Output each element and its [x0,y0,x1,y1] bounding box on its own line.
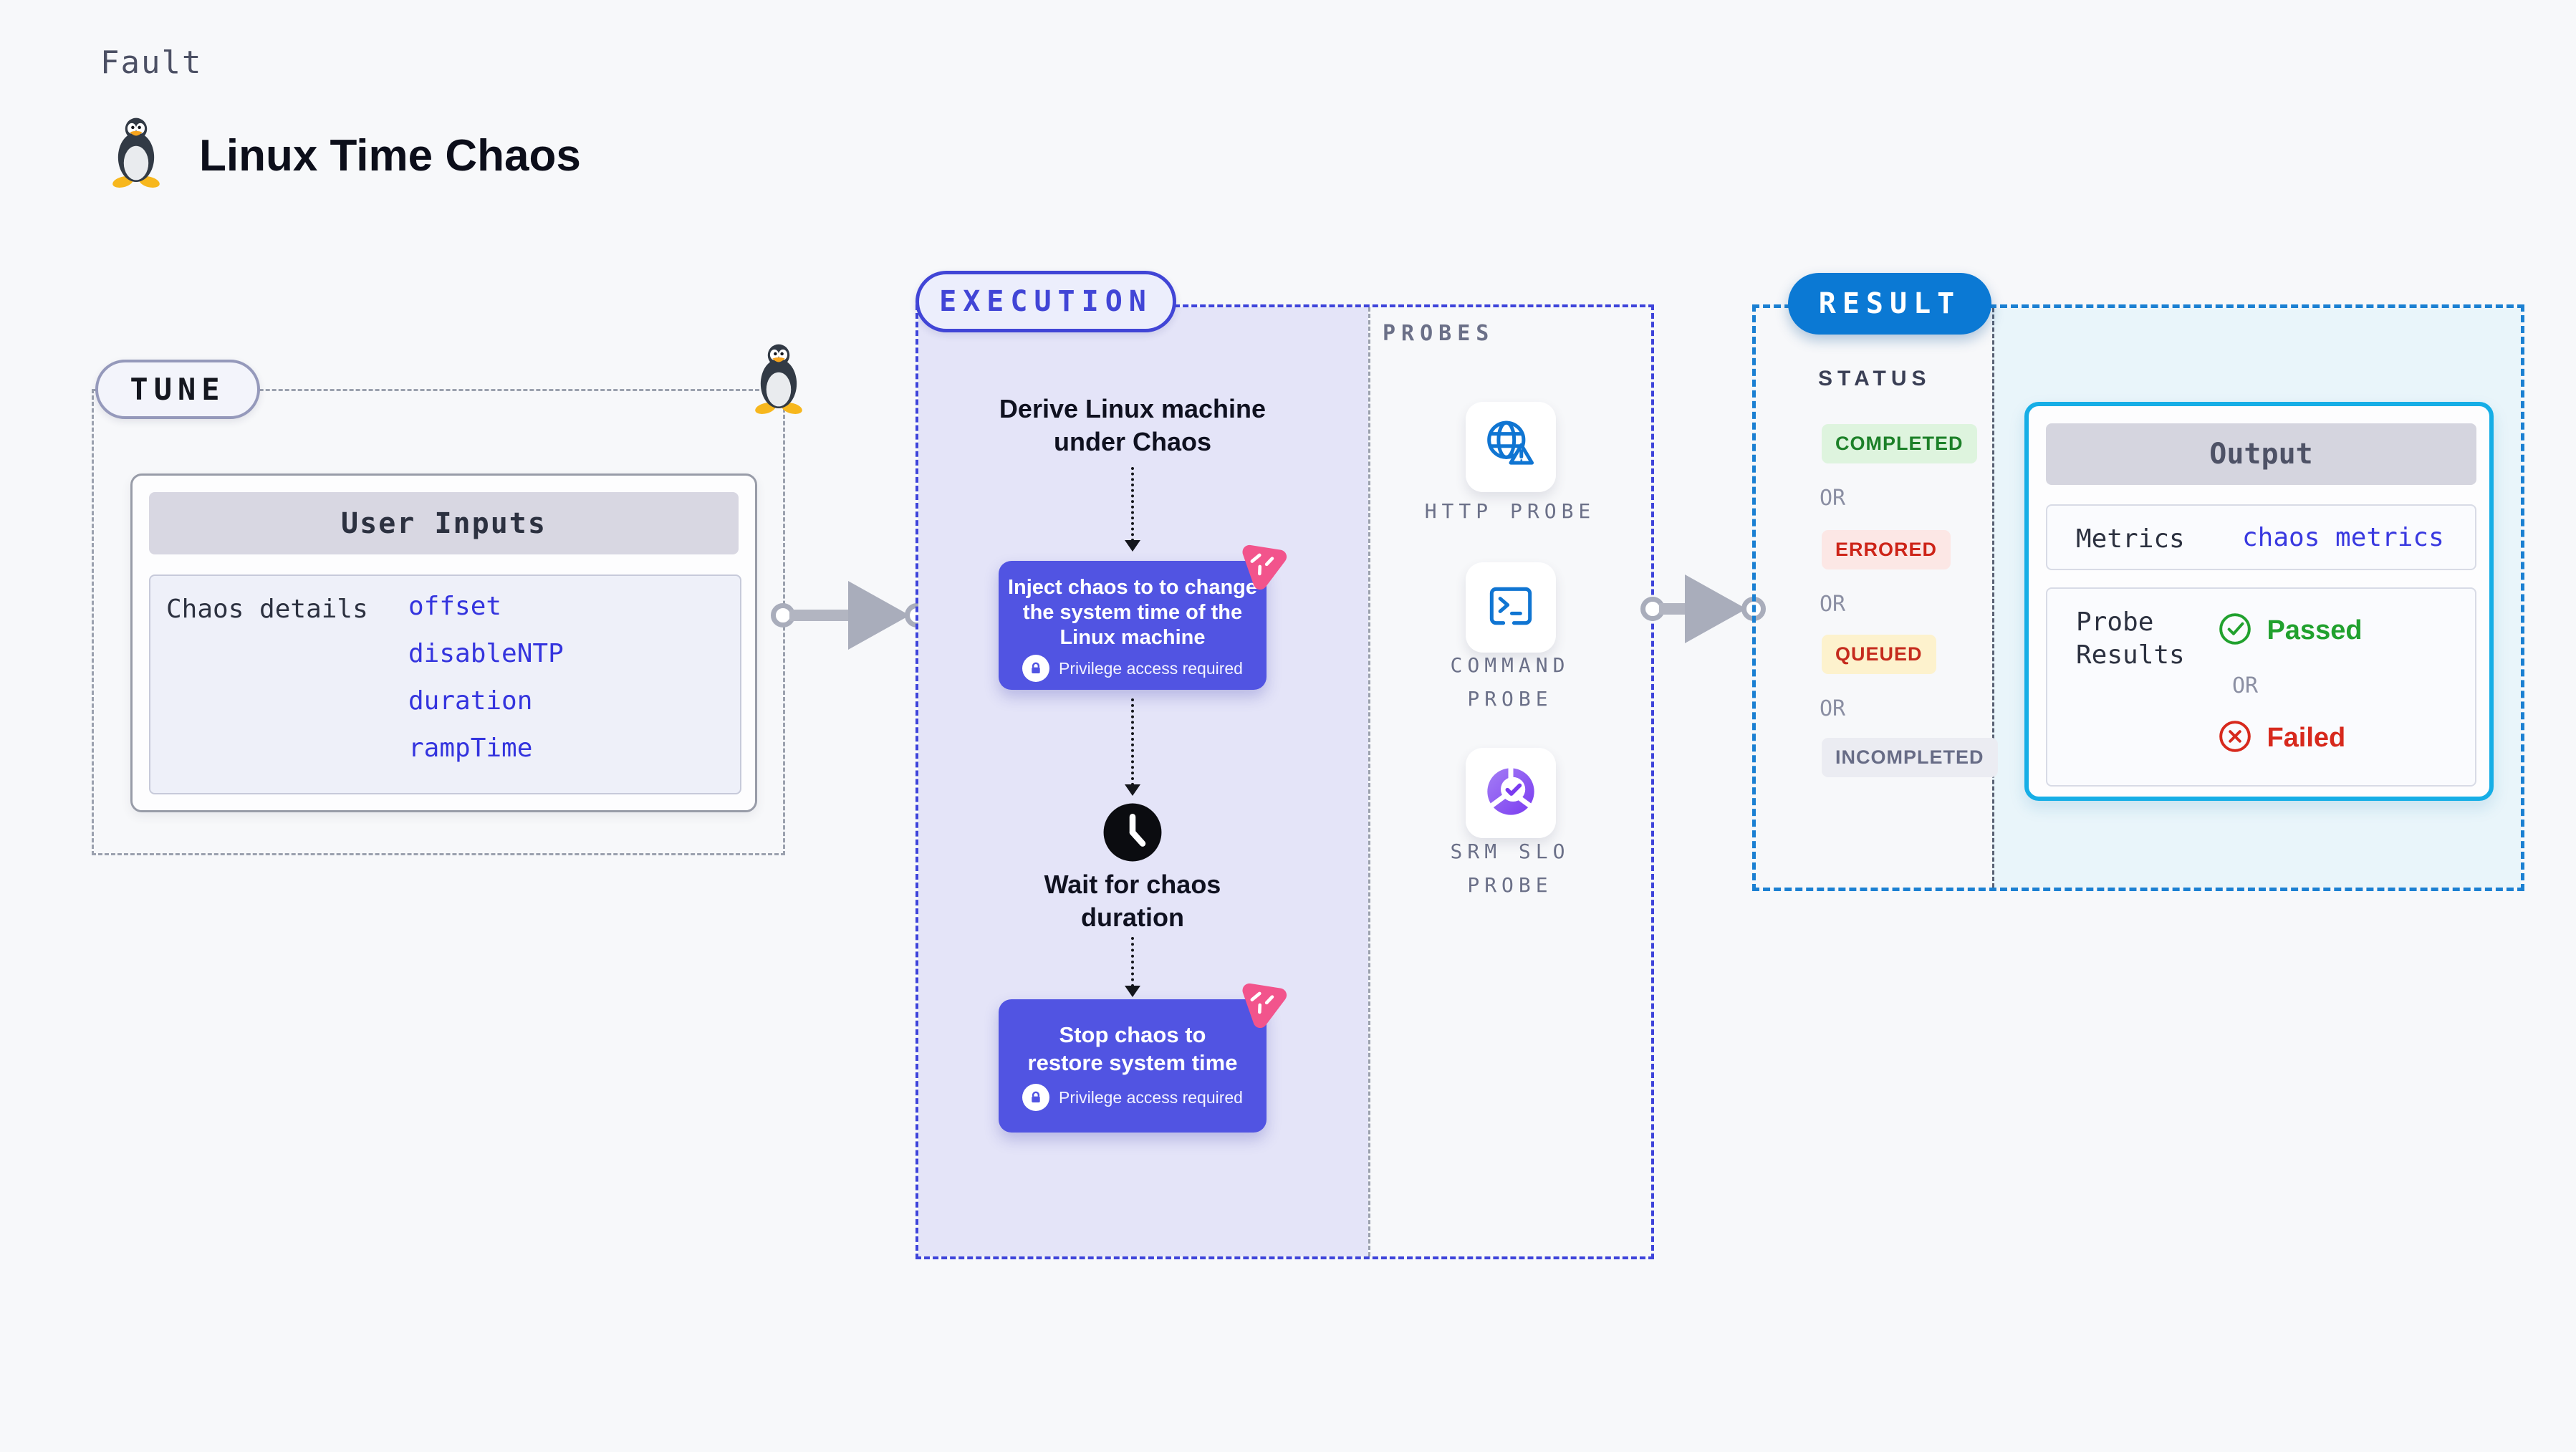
globe-alert-icon [1481,415,1541,479]
flow-arrow-head [1685,574,1746,643]
metrics-label: Metrics [2076,524,2185,554]
or-separator: OR [1820,592,1846,617]
privilege-note: Privilege access required [1059,658,1243,678]
user-inputs-header: User Inputs [149,492,739,554]
probe-results-row: Probe Results Passed OR [2046,587,2476,787]
failed-label: Failed [2267,723,2346,753]
wait-step-text: Wait for chaos duration [1044,870,1221,932]
failed-row: Failed [2218,719,2345,757]
clock-icon [1102,802,1163,862]
status-badge-incompleted: INCOMPLETED [1822,738,1998,777]
dotted-connector [1131,698,1134,786]
inject-chaos-card: Inject chaos to to change the system tim… [999,561,1267,690]
srm-slo-probe-card [1466,748,1556,838]
status-badge-errored: ERRORED [1822,530,1951,569]
chaos-metrics-link[interactable]: chaos metrics [2242,523,2444,552]
chaos-details-panel: Chaos details offset disableNTP duration… [149,574,741,794]
http-probe-card [1466,402,1556,492]
or-separator: OR [1820,696,1846,721]
probes-label: PROBES [1383,321,1495,346]
probes-divider [1368,307,1370,1256]
command-probe-card [1466,562,1556,653]
param-link-ramptime[interactable]: rampTime [408,734,533,763]
lock-icon [1022,1084,1050,1111]
execution-label: EXECUTION [939,285,1153,318]
result-label: RESULT [1818,287,1961,320]
output-title: Output [2209,438,2313,471]
status-badge-completed: COMPLETED [1822,424,1977,463]
chaos-logo-icon [1233,535,1296,598]
user-inputs-title: User Inputs [341,506,547,540]
status-badge-queued: QUEUED [1822,635,1936,674]
passed-row: Passed [2218,612,2363,650]
param-list: offset disableNTP duration rampTime [408,583,564,772]
param-link-duration[interactable]: duration [408,686,533,716]
dotted-connector [1131,467,1134,542]
page-title: Linux Time Chaos [199,131,581,181]
command-probe-label: COMMAND PROBE [1450,653,1570,711]
execution-pill: EXECUTION [915,271,1176,332]
tune-label: TUNE [130,372,226,407]
tune-pill: TUNE [95,360,260,419]
stop-chaos-card: Stop chaos to restore system time Privil… [999,999,1267,1133]
x-circle-icon [2218,719,2252,757]
dotted-arrowhead [1125,540,1140,552]
lock-icon [1022,655,1050,682]
http-probe-label: HTTP PROBE [1424,499,1596,523]
result-pill: RESULT [1788,273,1991,335]
result-divider [1992,308,1994,888]
output-card: Output Metrics chaos metrics Probe Resul… [2024,402,2494,801]
chaos-logo-icon [1233,973,1296,1037]
terminal-icon [1482,577,1539,638]
flow-arrow-head [848,581,910,650]
srm-slo-probe-label: SRM SLO PROBE [1450,840,1570,897]
param-link-offset[interactable]: offset [408,592,502,621]
fault-eyebrow: Fault [100,44,203,81]
check-circle-icon [2218,612,2252,650]
status-label: STATUS [1818,367,1931,390]
dotted-arrowhead [1125,986,1140,997]
slo-donut-check-icon [1481,761,1541,825]
user-inputs-card: User Inputs Chaos details offset disable… [130,473,757,812]
output-header: Output [2046,423,2476,485]
chaos-details-label: Chaos details [166,595,368,624]
or-separator: OR [1820,486,1846,511]
privilege-note: Privilege access required [1059,1087,1243,1107]
tux-penguin-icon [107,117,165,188]
dotted-arrowhead [1125,784,1140,796]
or-separator: OR [2232,673,2259,698]
flow-arrow-bar [789,610,858,621]
passed-label: Passed [2267,615,2363,645]
metrics-row: Metrics chaos metrics [2046,504,2476,570]
probe-results-label: Probe Results [2076,607,2185,670]
tux-penguin-small-icon [749,344,808,414]
param-link-disablentp[interactable]: disableNTP [408,639,564,668]
derive-step-text: Derive Linux machine under Chaos [999,394,1267,456]
dotted-connector [1131,937,1134,987]
